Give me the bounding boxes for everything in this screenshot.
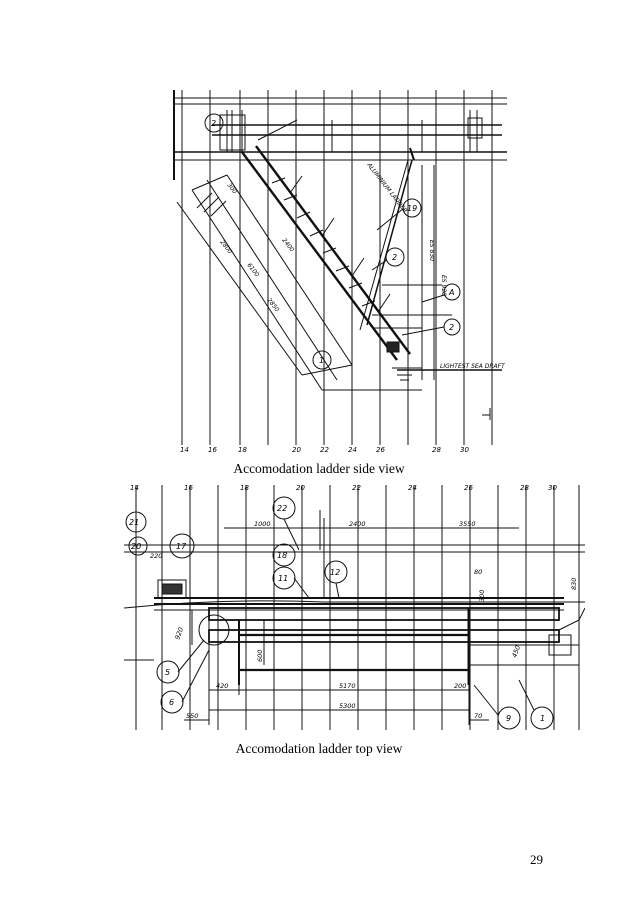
top-frame-16: 16 — [184, 484, 193, 492]
top-dim-600: 600 — [256, 650, 264, 662]
side-frame-26: 26 — [376, 446, 385, 453]
side-frame-22: 22 — [320, 446, 329, 453]
top-dim-3550: 3550 — [459, 520, 476, 528]
top-callout-1: 1 — [540, 714, 545, 723]
side-frame-28: 28 — [432, 446, 441, 453]
top-frame-14: 14 — [130, 484, 139, 492]
top-frame-26: 26 — [464, 484, 473, 492]
top-dim-220: 220 — [150, 552, 162, 560]
top-dim-420: 420 — [216, 682, 228, 690]
ladder-side-view-drawing: 2 19 2 A 2 1 2850 2400 6100 2800 300 ALU… — [172, 90, 507, 453]
top-dim-450: 450 — [510, 644, 522, 658]
side-callout-6: 1 — [319, 356, 324, 365]
top-callout-18: 18 — [277, 551, 287, 560]
side-callout-5: 2 — [449, 323, 454, 332]
top-callout-12: 12 — [330, 568, 340, 577]
side-frame-14: 14 — [180, 446, 189, 453]
top-dim-830: 830 — [570, 578, 578, 590]
side-frame-24: 24 — [348, 446, 357, 453]
side-dim-2800: 2800 — [218, 239, 233, 255]
page-number: 29 — [530, 852, 543, 867]
side-dim-es830: ES 830 — [428, 240, 435, 261]
top-dim-200: 200 — [454, 682, 466, 690]
top-callout-6: 6 — [169, 698, 174, 707]
side-dim-es920: ES 920 — [440, 275, 447, 296]
top-dim-1000: 1000 — [254, 520, 271, 528]
side-dim-300: 300 — [225, 182, 238, 195]
side-view-caption: Accomodation ladder side view — [233, 461, 405, 476]
side-frame-18: 18 — [238, 446, 247, 453]
top-dim-70: 70 — [474, 712, 482, 720]
side-note-ladder: ALUMINIUM LADDER — [365, 161, 409, 214]
top-frame-22: 22 — [352, 484, 361, 492]
top-callout-21: 21 — [129, 518, 139, 527]
top-dim-300: 300 — [478, 590, 486, 602]
side-callout-1: 2 — [211, 119, 216, 128]
side-frame-30: 30 — [460, 446, 469, 453]
top-callout-11: 11 — [278, 574, 288, 583]
top-dim-80: 80 — [474, 568, 482, 576]
top-dim-920: 920 — [173, 626, 185, 640]
side-frame-20: 20 — [292, 446, 301, 453]
side-frame-16: 16 — [208, 446, 217, 453]
top-frame-30: 30 — [548, 484, 557, 492]
ladder-top-view-drawing: 21 20 17 22 18 11 12 5 6 9 1 1000 2400 3… — [124, 480, 585, 733]
top-dim-5170: 5170 — [339, 682, 356, 690]
top-dim-2400: 2400 — [349, 520, 366, 528]
side-callout-4: A — [448, 288, 454, 297]
side-callout-3: 2 — [392, 253, 397, 262]
top-callout-9: 9 — [506, 714, 511, 723]
top-callout-17: 17 — [176, 542, 187, 551]
side-view-svg: 2 19 2 A 2 1 2850 2400 6100 2800 300 ALU… — [173, 90, 507, 453]
top-callout-22: 22 — [277, 504, 287, 513]
top-view-caption: Accomodation ladder top view — [235, 741, 403, 756]
top-dim-5300: 5300 — [339, 702, 356, 710]
top-dim-550: 550 — [186, 712, 198, 720]
top-frame-24: 24 — [408, 484, 417, 492]
top-frame-28: 28 — [520, 484, 529, 492]
top-frame-18: 18 — [240, 484, 249, 492]
side-dim-2400: 2400 — [280, 237, 295, 253]
side-callout-2: 19 — [407, 204, 417, 213]
top-callout-5: 5 — [165, 668, 170, 677]
top-callout-20: 20 — [131, 542, 141, 551]
top-frame-20: 20 — [296, 484, 305, 492]
top-view-svg: 21 20 17 22 18 11 12 5 6 9 1 1000 2400 3… — [124, 484, 585, 730]
side-note-draft: LIGHTEST SEA DRAFT — [440, 363, 506, 370]
